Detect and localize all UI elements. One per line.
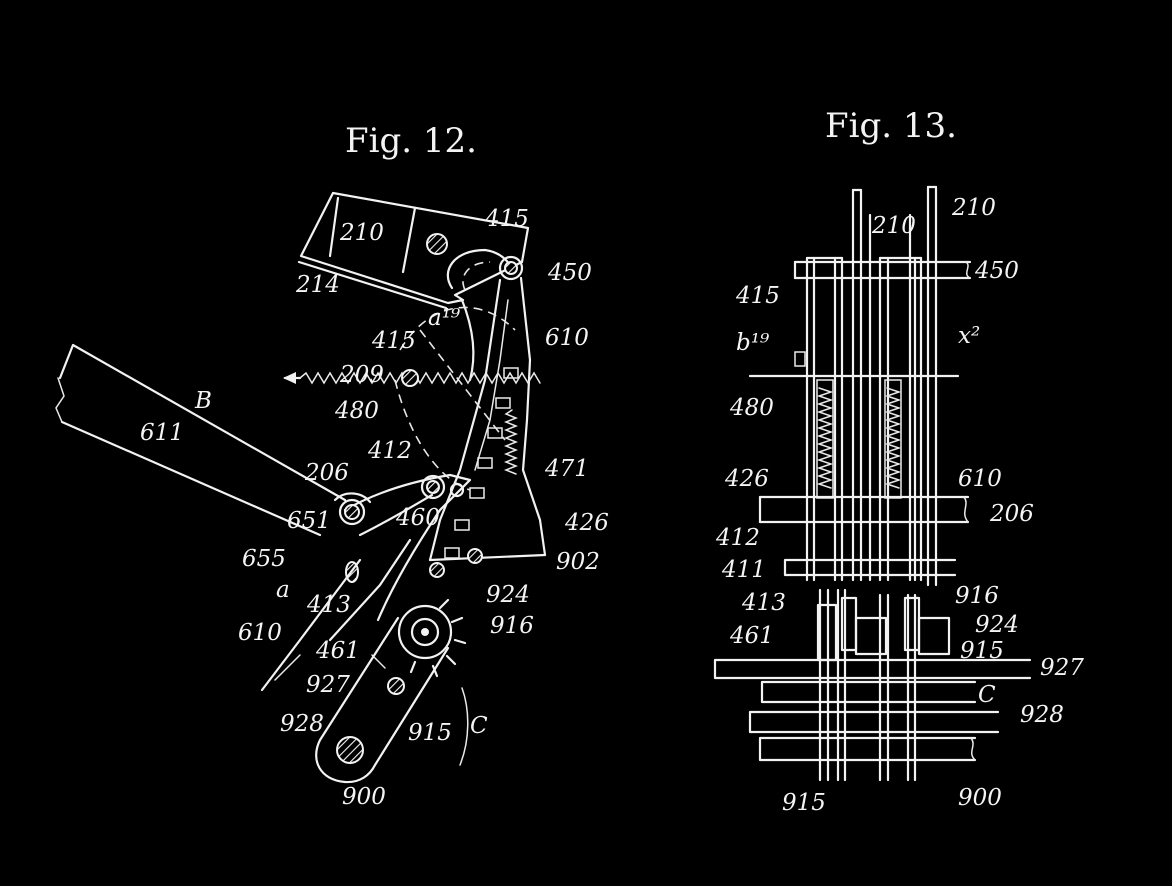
label-C: C xyxy=(978,682,996,708)
shaft-928 xyxy=(748,710,1000,734)
label-450: 450 xyxy=(974,258,1019,284)
shaft-927 xyxy=(713,658,1032,680)
label-924: 924 xyxy=(975,612,1019,638)
label-412: 412 xyxy=(715,525,760,551)
pinion-924 xyxy=(397,598,467,678)
label-916: 916 xyxy=(955,583,999,609)
label-461: 461 xyxy=(729,623,774,649)
label-210-a: 210 xyxy=(871,213,916,239)
shaft-C xyxy=(760,680,977,704)
label-915: 915 xyxy=(408,720,452,746)
arm-611 xyxy=(55,343,347,537)
figure-12-title: Fig. 12. xyxy=(345,121,477,161)
bar-411 xyxy=(783,558,957,577)
label-210: 210 xyxy=(339,220,384,246)
label-461: 461 xyxy=(315,638,360,664)
label-915-right: 915 xyxy=(960,638,1004,664)
plate-stack xyxy=(805,185,938,587)
label-415-top: 415 xyxy=(484,206,529,232)
label-206: 206 xyxy=(989,501,1034,527)
figure-12: Fig. 12. xyxy=(55,121,609,810)
label-413: 413 xyxy=(306,592,351,618)
label-900: 900 xyxy=(342,784,386,810)
label-413: 413 xyxy=(741,590,786,616)
label-411: 411 xyxy=(721,557,766,583)
pivot-460 xyxy=(420,474,446,500)
figure-13-title: Fig. 13. xyxy=(825,106,957,146)
label-480: 480 xyxy=(729,395,774,421)
springs-480 xyxy=(816,379,902,499)
lower-levers xyxy=(816,588,951,782)
label-426: 426 xyxy=(564,510,609,536)
arc-a19 xyxy=(399,306,516,351)
label-928: 928 xyxy=(280,711,324,737)
label-610: 610 xyxy=(958,466,1002,492)
label-927: 927 xyxy=(1040,655,1084,681)
label-924: 924 xyxy=(486,582,530,608)
label-651: 651 xyxy=(287,508,331,534)
spring-480 xyxy=(283,371,541,385)
label-655: 655 xyxy=(242,546,286,572)
label-902: 902 xyxy=(556,549,600,575)
label-C: C xyxy=(470,713,488,739)
label-a: a xyxy=(276,577,290,603)
label-928: 928 xyxy=(1020,702,1064,728)
label-209: 209 xyxy=(339,362,384,388)
label-471: 471 xyxy=(544,456,589,482)
label-a19: a¹⁹ xyxy=(428,305,461,331)
label-b19: b¹⁹ xyxy=(736,330,770,356)
stud-209 xyxy=(401,369,419,387)
label-B: B xyxy=(194,388,212,414)
pivot-206 xyxy=(338,498,366,526)
label-610-right: 610 xyxy=(545,325,589,351)
label-916: 916 xyxy=(490,613,534,639)
label-214: 214 xyxy=(295,272,340,298)
hook-arm-415 xyxy=(446,248,512,382)
shaft-206 xyxy=(758,495,970,524)
frame-plate-210 xyxy=(297,191,530,310)
label-900: 900 xyxy=(958,785,1002,811)
shaft-900 xyxy=(758,736,977,762)
lever-610 xyxy=(428,276,547,562)
label-610-left: 610 xyxy=(238,620,282,646)
label-210-b: 210 xyxy=(951,195,996,221)
lever-610-lower xyxy=(260,558,362,692)
label-412: 412 xyxy=(367,438,412,464)
label-206: 206 xyxy=(304,460,349,486)
label-611: 611 xyxy=(140,420,184,446)
label-415-mid: 415 xyxy=(371,328,416,354)
shaft-450 xyxy=(793,260,972,280)
lever-915 xyxy=(315,616,469,784)
label-915-bottom: 915 xyxy=(782,790,826,816)
figure-13: Fig. 13. xyxy=(713,106,1084,816)
label-x2: x² xyxy=(958,323,980,349)
label-927: 927 xyxy=(306,672,350,698)
pivot-450 xyxy=(498,255,524,281)
label-480: 480 xyxy=(334,398,379,424)
label-426: 426 xyxy=(724,466,769,492)
label-415: 415 xyxy=(735,283,780,309)
spring-426 xyxy=(503,409,519,475)
label-460: 460 xyxy=(395,505,440,531)
label-450: 450 xyxy=(547,260,592,286)
